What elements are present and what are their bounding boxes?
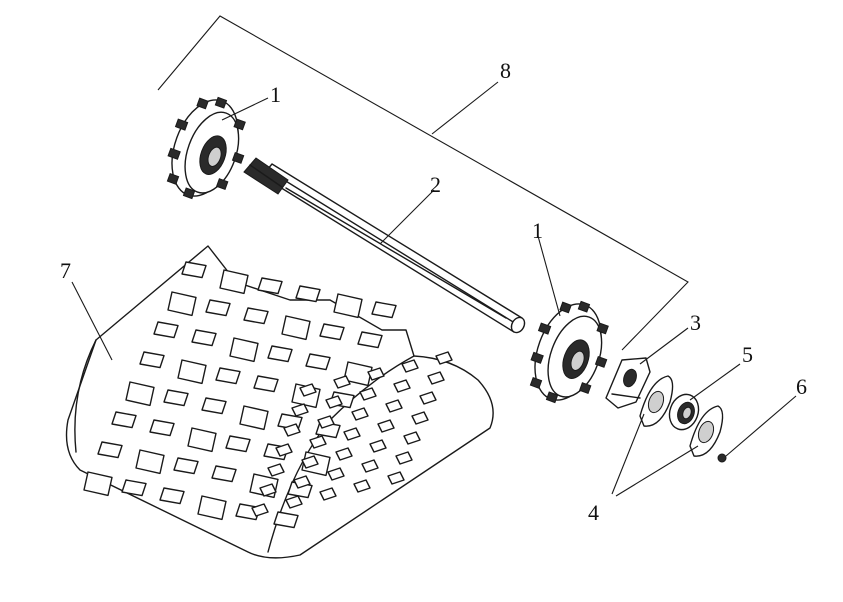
track-lug [333,293,363,319]
callout-8: 8 [500,58,511,83]
track-curl-lug [419,391,437,405]
track-curl-lug [435,351,453,365]
track-lug [135,449,165,475]
track-curl-lug [317,415,335,429]
track-curl-lug [401,359,419,373]
track-lug [197,495,227,521]
track-curl-lug [353,479,371,493]
track-curl-lug [251,503,269,517]
track-lug [153,321,179,339]
track-lug [181,261,207,279]
track-curl-lug [267,463,285,477]
sprocket-left [166,96,246,200]
track-curl-lug [309,435,327,449]
track-curl-lug [403,431,421,445]
track-curl-lug [291,403,309,417]
track-lug [257,277,283,295]
track-curl-lug [369,439,387,453]
track-lug [305,353,331,371]
track-lug [159,487,185,505]
rubber-track [65,245,494,559]
callout-5: 5 [742,342,753,367]
track-curl-lug [393,379,411,393]
track-lug [97,441,123,459]
leader-lines [71,81,797,497]
callout-3: 3 [690,310,701,335]
track-lug [219,269,249,295]
track-lug [357,331,383,349]
track-curl-lug [361,459,379,473]
track-lug [121,479,147,497]
flange-plate-outer [689,405,724,457]
nut [717,453,727,463]
track-curl-lug [325,395,343,409]
callout-7: 7 [60,258,71,283]
track-curl-lug [319,487,337,501]
track-curl-lug [377,419,395,433]
track-lug [225,435,251,453]
callout-4: 4 [588,500,599,525]
track-curl-lug [299,383,317,397]
track-curl-lug [351,407,369,421]
track-lug [167,291,197,317]
track-curl-lug [411,411,429,425]
track-curl-lug [283,423,301,437]
track-curl-lug [301,455,319,469]
flange-plate-inner [639,375,674,427]
track-lug [205,299,231,317]
track-lug [173,457,199,475]
callout-6: 6 [796,374,807,399]
track-curl-lug [385,399,403,413]
callout-1-left: 1 [270,82,281,107]
track-lug [191,329,217,347]
track-lug [295,285,321,303]
track-lug [201,397,227,415]
callout-2: 2 [430,172,441,197]
track-curl-lug [293,475,311,489]
track-lug [211,465,237,483]
track-curl-lug [275,443,293,457]
track-curl-lug [327,467,345,481]
track-lug [111,411,137,429]
track-curl-lug [387,471,405,485]
track-curl-lug [259,483,277,497]
callout-1-right: 1 [532,218,543,243]
track-lug [319,323,345,341]
track-lug [273,511,299,529]
bearing [668,393,700,431]
assembly-bracket-8 [157,15,689,351]
sprocket-right [529,300,609,404]
track-curl-lug [367,367,385,381]
track-lug [187,427,217,453]
track-curl-lug [427,371,445,385]
track-lug [371,301,397,319]
track-lug [343,361,373,387]
track-lug [239,405,269,431]
track-lug [83,471,113,497]
track-curl-lug [333,375,351,389]
track-curl-lug [335,447,353,461]
track-lug [163,389,189,407]
track-lug [139,351,165,369]
track-lug [243,307,269,325]
track-lug [149,419,175,437]
drive-shaft [243,157,526,334]
track-lug [253,375,279,393]
callout-labels: 1 1 2 3 4 5 6 7 8 [60,58,807,525]
track-lug [267,345,293,363]
track-lug [215,367,241,385]
track-lug [229,337,259,363]
track-curl-lug [395,451,413,465]
track-curl-lug [359,387,377,401]
track-curl-lug [285,495,303,509]
bearing-housing [605,357,651,409]
track-lug [177,359,207,385]
track-curl-lug [343,427,361,441]
track-lug [125,381,155,407]
track-lug [281,315,311,341]
